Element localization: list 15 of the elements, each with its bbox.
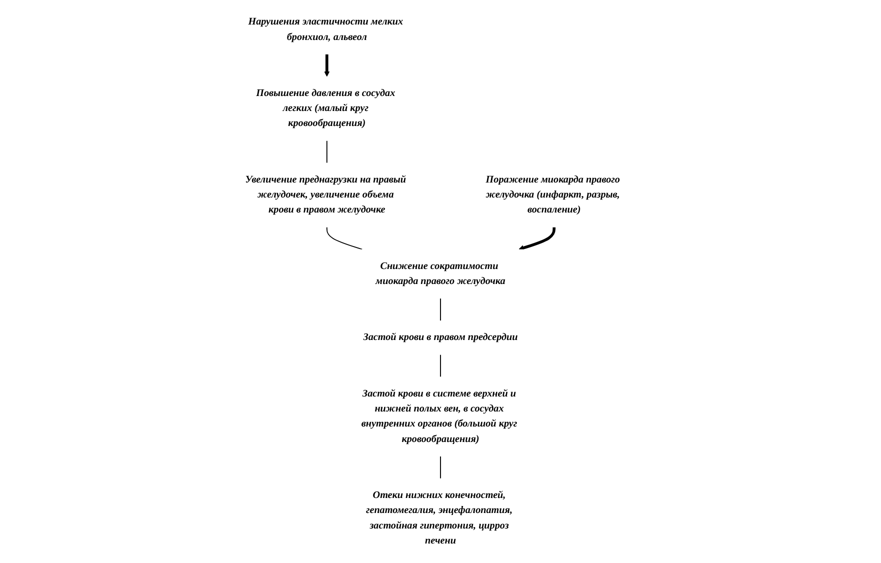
connector: [440, 298, 441, 322]
arrow: [518, 227, 556, 250]
connector: [326, 140, 328, 164]
connector: [440, 354, 441, 378]
node-text: Повышение давления в сосудах легких (малый круг кровообращения): [256, 88, 396, 129]
node-text: Застой крови в системе верхней и нижней полых вен, в сосудах внутренних органов (большой круг кровообращения): [361, 388, 518, 444]
connector: [440, 456, 441, 479]
connector: [326, 226, 363, 250]
node-text: Отеки нижних конечностей, гепатомегалия, энцефалопатия, застойная гипертония, цирроз печени: [366, 490, 512, 546]
arrow: [324, 54, 330, 77]
node-text: Застой крови в правом предсердии: [363, 332, 518, 343]
node-text: Нарушения эластичности мелких бронхиол, альвеол: [248, 16, 404, 42]
node-text: Снижение сократимости миокарда правого желудочка: [376, 260, 506, 287]
node-text: Поражение миокарда правого желудочка (инфаркт, разрыв, воспаление): [486, 174, 620, 216]
node-text: Увеличение преднагрузки на правый желудочек, увеличение объема крови в правом желудочке: [245, 174, 406, 216]
